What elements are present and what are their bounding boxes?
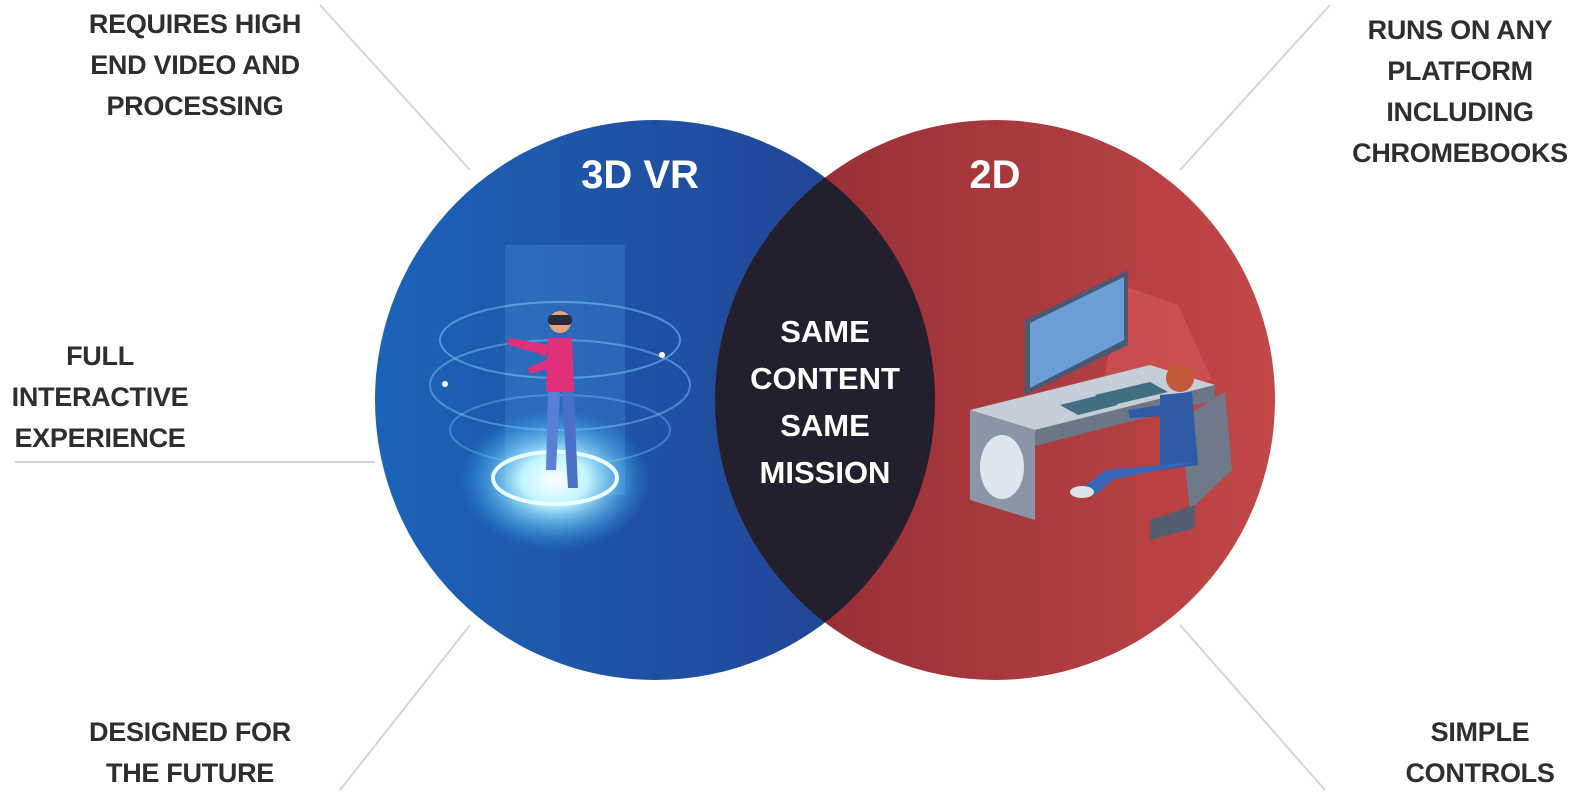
left-circle-title: 3D VR: [581, 153, 699, 197]
connector-bottom-right: [1179, 624, 1326, 791]
connector-top-left: [319, 4, 471, 171]
callout-middle-left: FULL INTERACTIVE EXPERIENCE: [11, 341, 189, 453]
connector-top-right: [1179, 4, 1331, 171]
right-circle-title: 2D: [969, 153, 1021, 197]
callout-bottom-left: DESIGNED FOR THE FUTURE: [89, 717, 291, 788]
desktop-workstation-user-illustration: [970, 270, 1232, 540]
connector-bottom-left: [339, 624, 471, 791]
overlap-region: [715, 120, 935, 680]
overlap-label: SAME CONTENT SAME MISSION: [750, 314, 900, 490]
callout-top-right: RUNS ON ANY PLATFORM INCLUDING CHROMEBOO…: [1352, 15, 1568, 168]
callout-bottom-right: SIMPLE CONTROLS: [1405, 717, 1555, 788]
callout-top-left: REQUIRES HIGH END VIDEO AND PROCESSING: [88, 9, 302, 121]
vr-headset-user-illustration: [429, 245, 691, 550]
callout-connector-lines: [15, 4, 1331, 791]
